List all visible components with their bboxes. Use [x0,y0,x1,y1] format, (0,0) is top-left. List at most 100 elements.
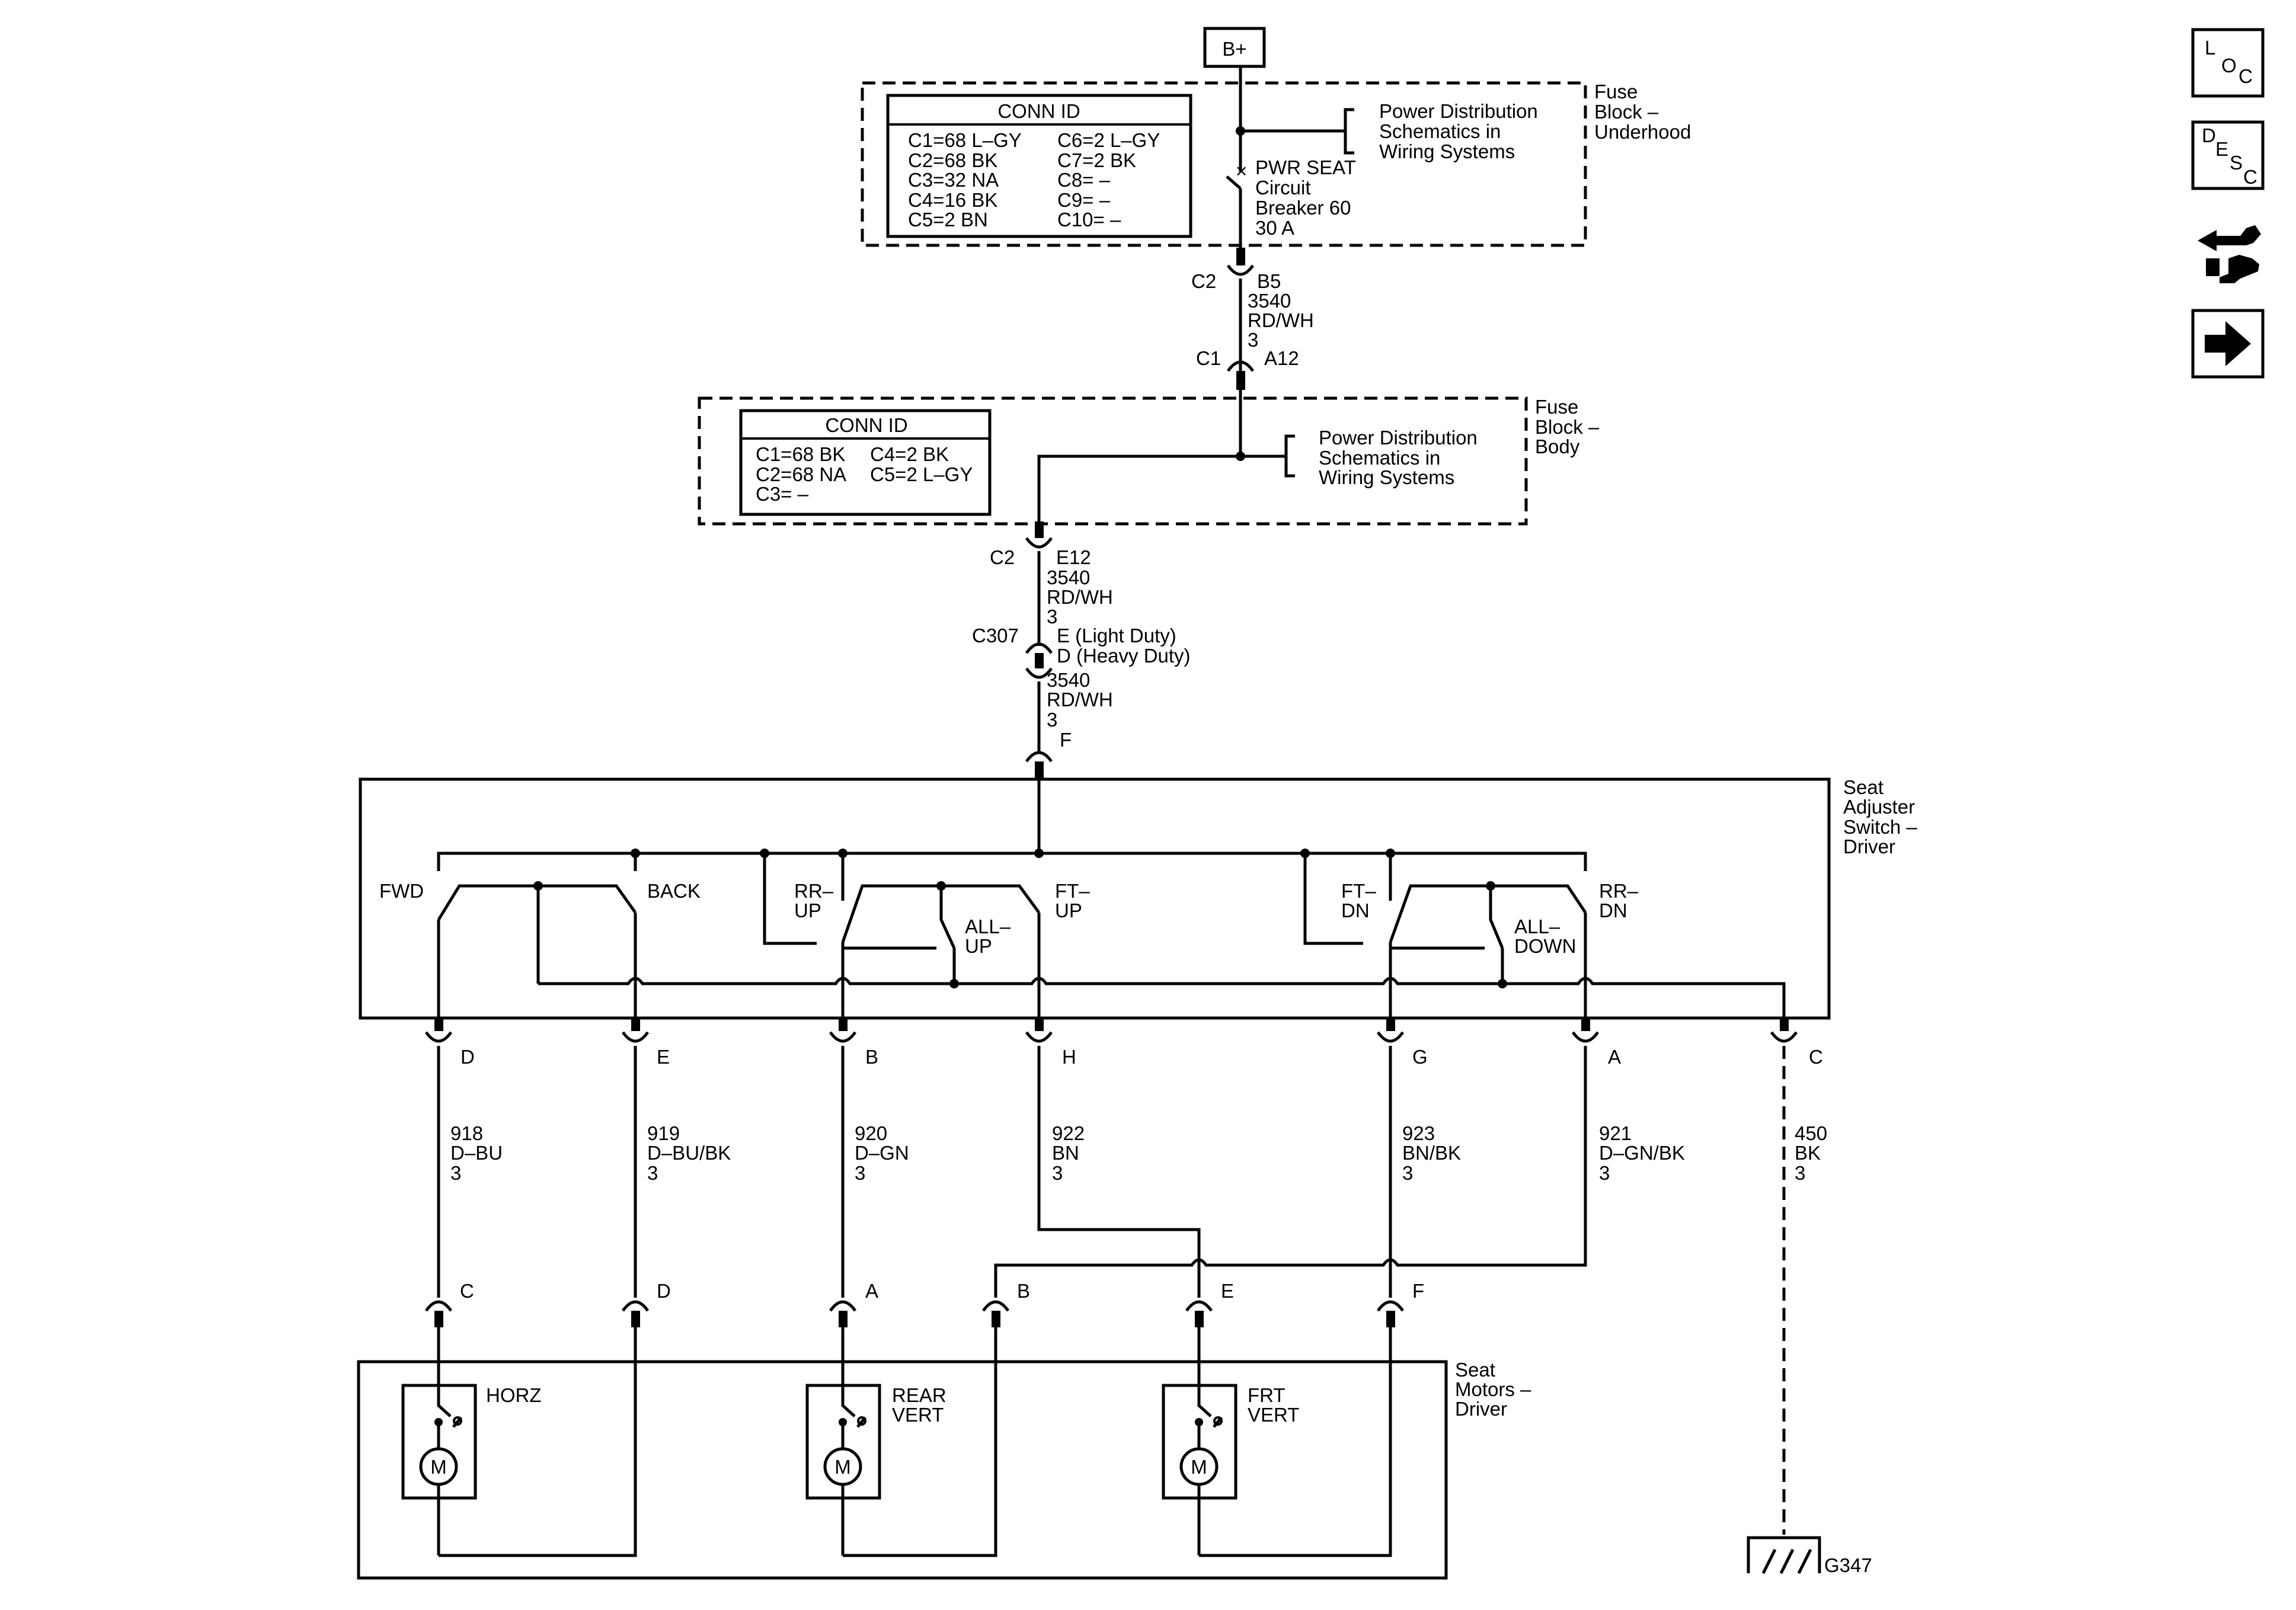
motor-pin-d: D [621,1280,671,1327]
ground-g347: G347 [1747,1536,1872,1576]
seat-switch-title: Seat [1843,776,1884,798]
seat-motors-title: Motors – [1455,1378,1531,1400]
loc-letter-l: L [2205,37,2215,59]
wire-label: 3 [1052,1162,1063,1184]
circuit-breaker: × PWR SEAT Circuit Breaker 60 30 A [1226,156,1356,239]
loc-button[interactable]: L O C [2191,28,2265,98]
switch-pin-d: D [424,1018,475,1068]
wire-label: BK [1795,1142,1821,1164]
motor-horz: M HORZ [401,1327,542,1555]
wire-label: D–GN [855,1142,909,1164]
switch-pin-g: G [1376,1018,1428,1068]
wire-label: 3540 [1047,566,1090,588]
connector-id: C1 [1196,347,1221,369]
ref-text: Power Distribution [1379,100,1538,122]
conn-id-row: C4=16 BK [908,189,997,211]
pin-label: E [1221,1280,1234,1302]
wire-label: 921 [1599,1122,1632,1144]
connector-swap-icon[interactable] [2198,225,2261,283]
wire-label: D–BU/BK [647,1142,731,1164]
seat-motors-title: Driver [1455,1398,1507,1420]
wire-label: 3 [1047,606,1057,628]
switch-all-up-label: UP [965,935,992,957]
wire-label: 3540 [1047,669,1090,691]
next-page-button[interactable] [2191,309,2265,379]
switch-pin-a: A [1571,1018,1621,1068]
conn-id-row: C5=2 BN [908,209,988,231]
pin-label: B [1017,1280,1030,1302]
conn-id-row: C2=68 NA [756,463,846,485]
wire-label: 920 [855,1122,887,1144]
seat-switch-title: Driver [1843,836,1895,857]
pin-label: E [657,1046,670,1068]
motor-pin-b: B [981,1280,1030,1327]
wire-label: 923 [1402,1122,1435,1144]
wire-label: 3 [1599,1162,1610,1184]
connector-pin: A12 [1264,347,1299,369]
switch-all-down-label: ALL– [1514,916,1560,937]
wire-918: 918 D–BU 3 [437,1046,503,1298]
connector-c2-e12: C2 E12 3540 RD/WH 3 [990,537,1113,628]
ref-text: Schematics in [1379,120,1501,142]
pin-label: C [1809,1046,1823,1068]
desc-letter-c: C [2243,166,2257,188]
switch-ft-up-label: FT– [1055,880,1090,902]
wire-label: BN [1052,1142,1079,1164]
connector-pin: E (Light Duty) [1057,625,1176,646]
conn-id-row: C4=2 BK [870,443,949,465]
loc-letter-c: C [2239,65,2253,87]
wire-label: 3 [1795,1162,1805,1184]
motor-symbol: M [1191,1456,1207,1478]
wire-923: 923 BN/BK 3 [1389,1046,1461,1298]
switch-pin-e: E [621,1018,670,1068]
desc-button[interactable]: D E S C [2191,120,2265,190]
battery-positive-label: B+ [1222,38,1246,60]
motor-pin-a: A [829,1280,878,1327]
pin-label: A [865,1280,878,1302]
wire-920: 920 D–GN 3 [841,1046,909,1298]
motor-frt-vert: M FRT VERT [1162,1327,1299,1555]
breaker-label: PWR SEAT [1255,156,1356,178]
seat-switch-title: Switch – [1843,816,1917,838]
switch-pin-c: C [1770,1018,1823,1068]
ref-text: Power Distribution [1319,427,1478,449]
wire-label: 922 [1052,1122,1085,1144]
motor-rear-vert: M REAR VERT [805,1327,946,1555]
conn-id-row: C6=2 L–GY [1057,129,1160,151]
conn-id-row: C9= – [1057,189,1111,211]
conn-id-row: C7=2 BK [1057,149,1136,171]
connector-id: C307 [972,625,1019,646]
breaker-label: 30 A [1255,217,1294,239]
wire-label: 3 [1047,709,1057,731]
conn-id-table-body: CONN ID C1=68 BK C2=68 NA C3= – C4=2 BK … [739,409,992,516]
loc-letter-o: O [2221,55,2237,76]
motor-name: REAR [892,1384,946,1406]
conn-id-row: C3=32 NA [908,169,999,191]
wire-label: 3 [1402,1162,1413,1184]
wire-919: 919 D–BU/BK 3 [634,1046,731,1298]
pin-label: D [657,1280,671,1302]
pin-label: G [1412,1046,1428,1068]
motor-pin-f: F [1376,1280,1424,1327]
conn-id-row: C2=68 BK [908,149,997,171]
motor-name: FRT [1248,1384,1285,1406]
switch-rr-dn-label: RR– [1599,880,1639,902]
switch-rr-up-label: UP [794,900,821,921]
switch-pin-h: H [1025,1018,1076,1068]
wire-label: 3 [855,1162,865,1184]
ref-text: Wiring Systems [1379,140,1515,162]
breaker-label: Circuit [1255,177,1311,199]
fuse-block-body: Fuse Block – Body CONN ID C1=68 BK C2=68… [698,396,1600,536]
connector-pin: D (Heavy Duty) [1057,645,1191,667]
wire-label: 3 [647,1162,658,1184]
conn-id-header: CONN ID [825,414,907,436]
fuse-block-body-title-1: Fuse [1535,396,1578,418]
conn-id-row: C8= – [1057,169,1111,191]
conn-id-row: C10= – [1057,209,1121,231]
seat-switch-title: Adjuster [1843,796,1915,818]
switch-pin-b: B [829,1018,878,1068]
pin-label: C [460,1280,474,1302]
connector-pin: B5 [1257,270,1281,292]
fuse-block-underhood-title-2: Block – [1594,101,1659,123]
